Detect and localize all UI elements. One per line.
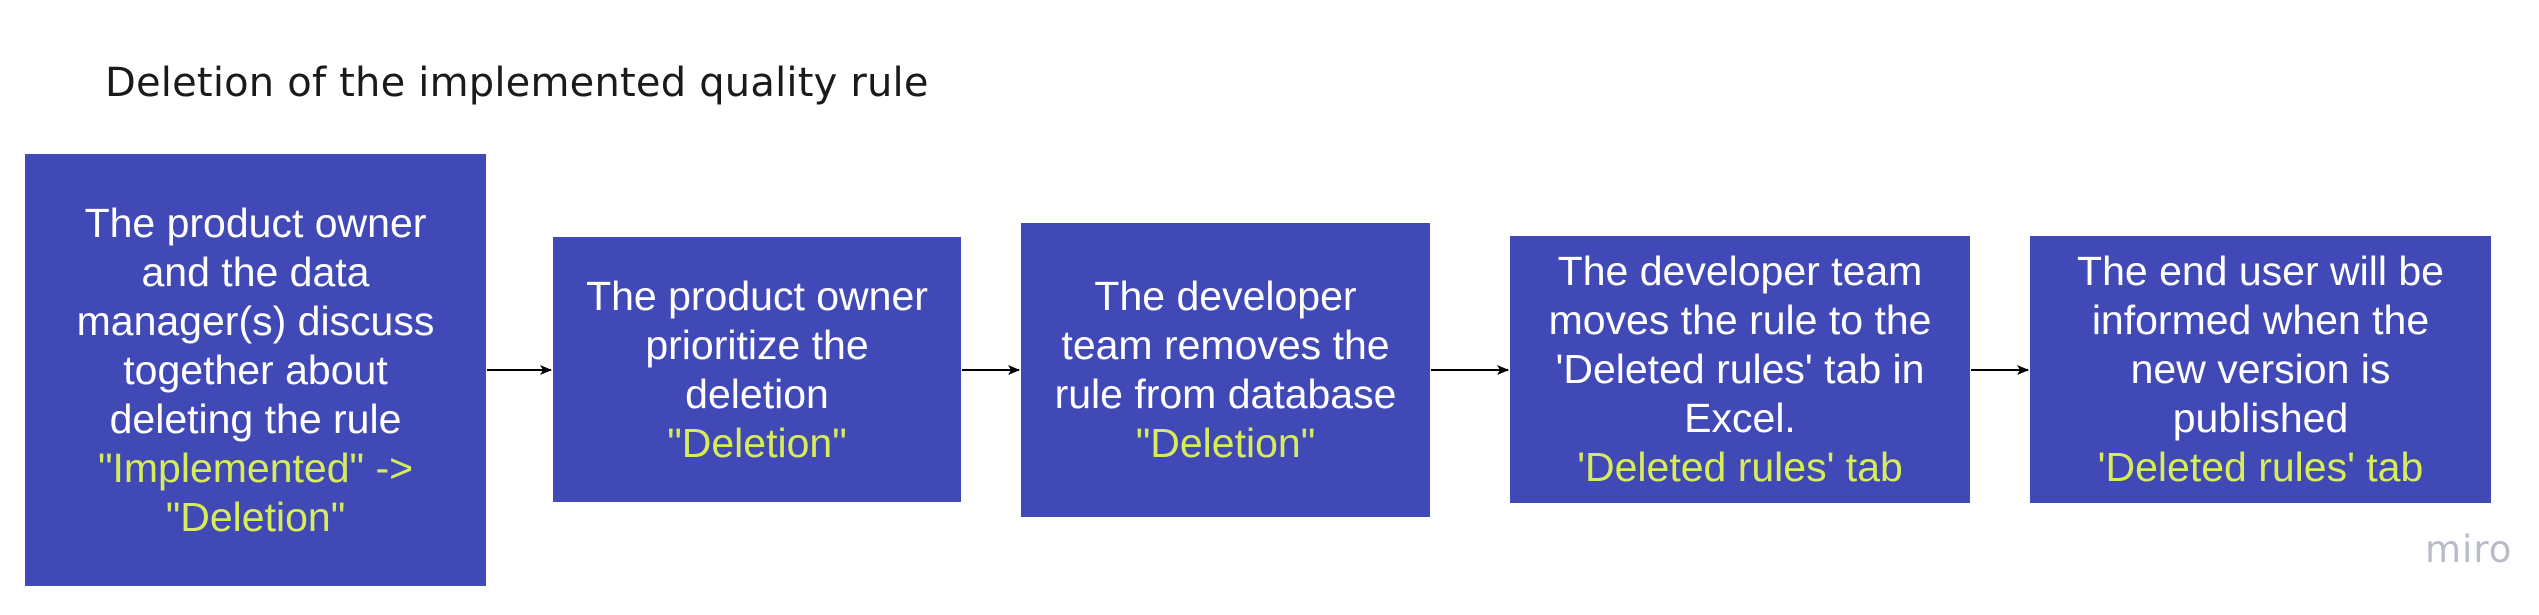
step-2-line: deletion [685,370,829,417]
step-4-status: 'Deleted rules' tab [1577,444,1903,490]
miro-logo: miro [2425,528,2513,571]
step-4-line: 'Deleted rules' tab in [1555,346,1925,392]
step-5-status: 'Deleted rules' tab [2097,444,2424,490]
step-1-box: The product owner and the data manager(s… [25,154,486,586]
step-4-line: The developer team [1557,248,1923,294]
step-5-line: informed when the [2091,297,2430,343]
step-3-line: team removes the [1061,322,1390,368]
step-4-box: The developer team moves the rule to the… [1510,236,1970,503]
step-1-line: deleting the rule [109,395,402,442]
step-1-text: The product owner and the data manager(s… [77,199,435,542]
step-3-line: rule from database [1054,371,1397,417]
step-2-line: prioritize the [645,321,869,368]
step-5-line: published [2172,395,2349,441]
step-1-line: The product owner [84,199,427,246]
step-3-status: "Deletion" [1135,420,1316,466]
step-5-line: The end user will be [2077,248,2444,294]
step-5-box: The end user will be informed when the n… [2030,236,2491,503]
step-1-status: "Implemented" -> [97,444,414,491]
step-2-line: The product owner [586,272,928,319]
step-2-box: The product owner prioritize the deletio… [553,237,961,502]
step-3-text: The developer team removes the rule from… [1055,272,1397,468]
step-4-line: moves the rule to the [1548,297,1932,343]
step-3-line: The developer [1094,273,1357,319]
step-3-box: The developer team removes the rule from… [1021,223,1430,517]
step-5-text: The end user will be informed when the n… [2077,247,2444,492]
step-4-line: Excel. [1684,395,1796,441]
step-1-line: together about [123,346,388,393]
step-5-line: new version is [2130,346,2391,392]
step-1-line: and the data [141,248,370,295]
step-2-text: The product owner prioritize the deletio… [586,272,928,468]
step-2-status: "Deletion" [667,419,847,466]
step-1-status: "Deletion" [165,493,346,540]
step-1-line: manager(s) discuss [76,297,435,344]
diagram-title: Deletion of the implemented quality rule [105,60,929,106]
step-4-text: The developer team moves the rule to the… [1549,247,1932,492]
